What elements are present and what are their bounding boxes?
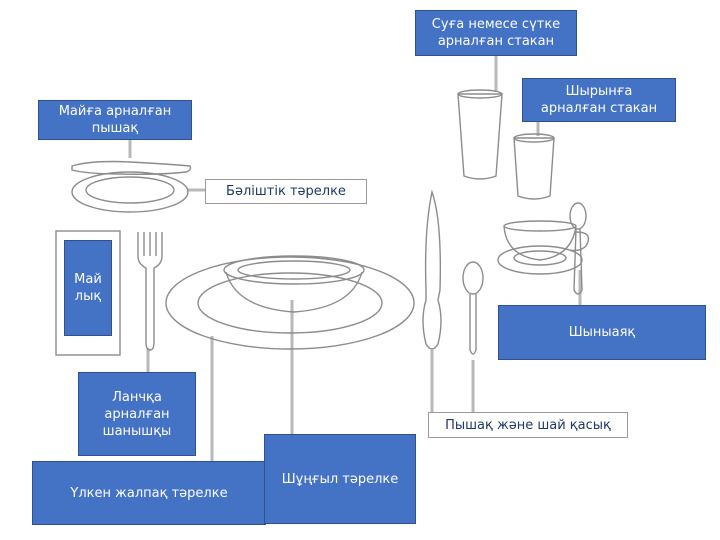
label-juice-glass: Шырынға арналған стакан [522,78,676,122]
label-lunch-fork: Ланчқа арналған шанышқы [78,372,196,456]
label-butter-knife-text: Майға арналған пышақ [58,104,172,136]
dinner-plate-icon [165,256,415,350]
bread-plate-icon [71,160,192,213]
water-glass-icon [457,89,503,180]
label-napkin: Май лық [64,240,112,336]
label-juice-glass-text: Шырынға арналған стакан [540,84,658,116]
label-water-glass-text: Суға немесе сүтке арналған стакан [431,17,561,49]
napkin-icon [55,230,121,356]
teaspoon-icon [462,261,484,355]
cup-saucer-icon [497,202,590,295]
label-knife-teaspoon: Пышақ және шай қасық [428,412,628,438]
pointer-lines [128,56,582,462]
label-knife-teaspoon-text: Пышақ және шай қасық [445,417,611,433]
label-water-glass: Суға немесе сүтке арналған стакан [415,10,577,56]
label-dinner-plate-text: Үлкен жалпақ тәрелке [70,485,228,501]
label-cup-saucer: Шыныаяқ [498,305,706,360]
knife-icon [422,189,442,350]
label-napkin-text: Май лық [74,272,102,304]
label-bread-plate-text: Бәліштік тәрелке [226,184,346,199]
soup-bowl-icon [223,255,365,313]
label-soup-bowl-text: Шұңғыл тәрелке [281,471,399,487]
juice-glass-icon [513,133,555,200]
label-lunch-fork-text: Ланчқа арналған шанышқы [102,389,172,439]
fork-icon [137,232,163,351]
label-butter-knife: Майға арналған пышақ [38,100,192,140]
label-cup-saucer-text: Шыныаяқ [568,325,636,340]
label-bread-plate: Бәліштік тәрелке [205,179,367,204]
label-soup-bowl: Шұңғыл тәрелке [264,434,416,524]
label-dinner-plate: Үлкен жалпақ тәрелке [32,461,266,525]
